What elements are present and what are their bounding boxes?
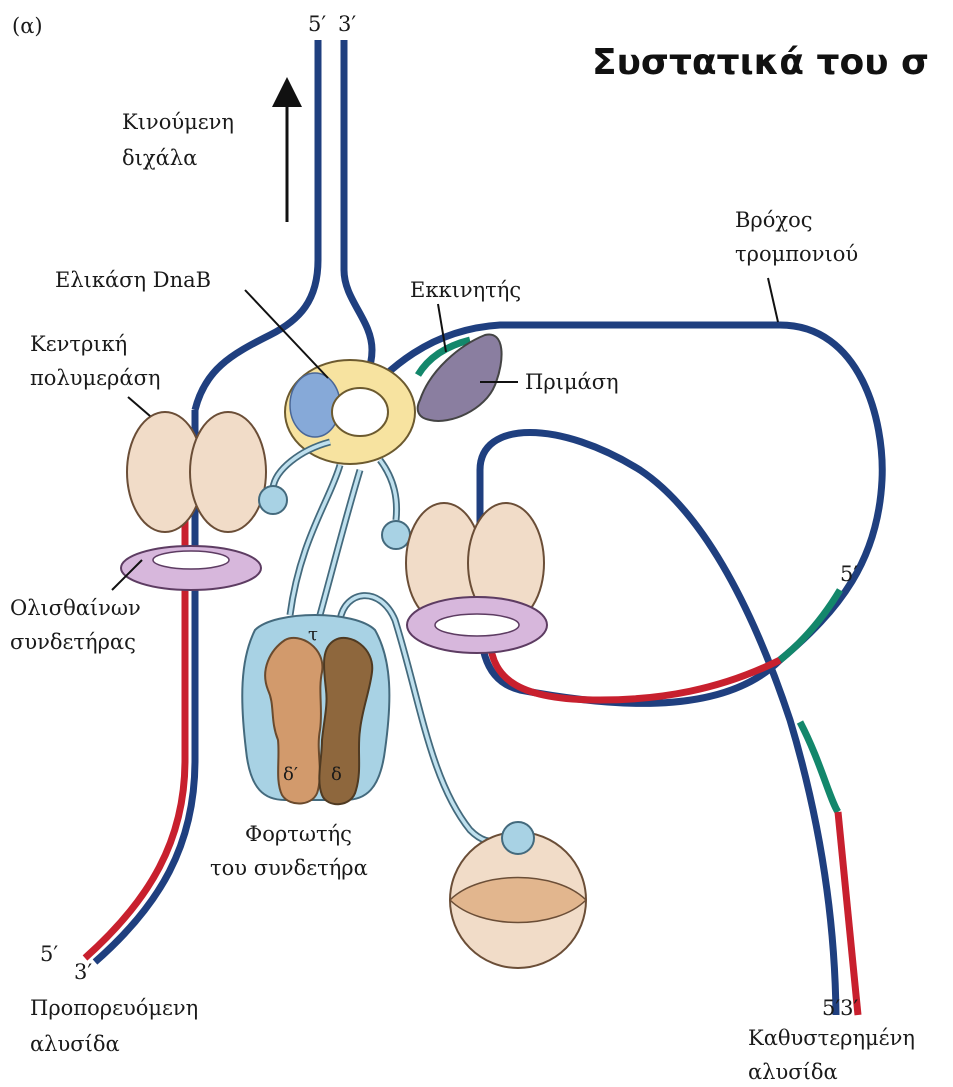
delta-label: δ xyxy=(331,760,342,789)
okazaki-primer xyxy=(780,590,840,660)
helicase-hole xyxy=(332,388,388,436)
core-pol-label-2: πολυμεράση xyxy=(30,364,161,393)
core-pol-pointer xyxy=(128,397,150,416)
top-5prime: 5′ xyxy=(308,10,326,39)
helicase-label: Ελικάση DnaB xyxy=(55,266,211,295)
old-okazaki-fragment xyxy=(838,812,858,1015)
tau-domain-1 xyxy=(259,486,287,514)
lagging-clamp-hole xyxy=(435,614,519,636)
core-pol-label-1: Κεντρική xyxy=(30,330,127,359)
lagging-template-strand xyxy=(350,325,882,1015)
lagging-strand-label-1: Καθυστερημένη xyxy=(748,1024,915,1053)
top-3prime: 3′ xyxy=(338,10,356,39)
lagging-5prime-label: 5′ xyxy=(840,560,858,589)
primer-pointer xyxy=(438,304,446,352)
tau-label: τ xyxy=(308,620,318,649)
trombone-label-2: τρομπονιού xyxy=(735,240,858,269)
leading-5prime-label: 5′ xyxy=(40,940,58,969)
leading-polymerase-right-half xyxy=(190,412,266,532)
loader-tip xyxy=(502,822,534,854)
helicase-pointer xyxy=(245,290,328,378)
leading-3prime-label: 3′ xyxy=(74,958,92,987)
trombone-label-1: Βρόχος xyxy=(735,206,813,235)
leading-clamp-hole xyxy=(153,551,229,569)
leading-strand-label-1: Προπορευόμενη xyxy=(30,994,198,1023)
loader-label-2: του συνδετήρα xyxy=(210,854,368,883)
moving-fork-label-2: διχάλα xyxy=(122,144,197,173)
loader-label-1: Φορτωτής xyxy=(245,820,352,849)
delta-prime-label: δ′ xyxy=(283,760,298,789)
clamp-label-2: συνδετήρας xyxy=(10,628,136,657)
leading-strand-label-2: αλυσίδα xyxy=(30,1030,120,1059)
primer-label: Εκκινητής xyxy=(410,276,521,305)
page-title: Συστατικά του σ xyxy=(592,42,929,83)
primase-label: Πριμάση xyxy=(525,368,619,397)
trombone-pointer xyxy=(768,278,778,322)
template-strand-top-left xyxy=(195,40,318,410)
lagging-53-label: 5′3′ xyxy=(822,994,858,1023)
panel-label: (α) xyxy=(12,12,43,41)
template-strand-top-right xyxy=(344,40,372,410)
moving-fork-label-1: Κινούμενη xyxy=(122,108,234,137)
lagging-strand-label-2: αλυσίδα xyxy=(748,1058,838,1087)
clamp-label-1: Ολισθαίνων xyxy=(10,594,141,623)
tau-domain-2 xyxy=(382,521,410,549)
